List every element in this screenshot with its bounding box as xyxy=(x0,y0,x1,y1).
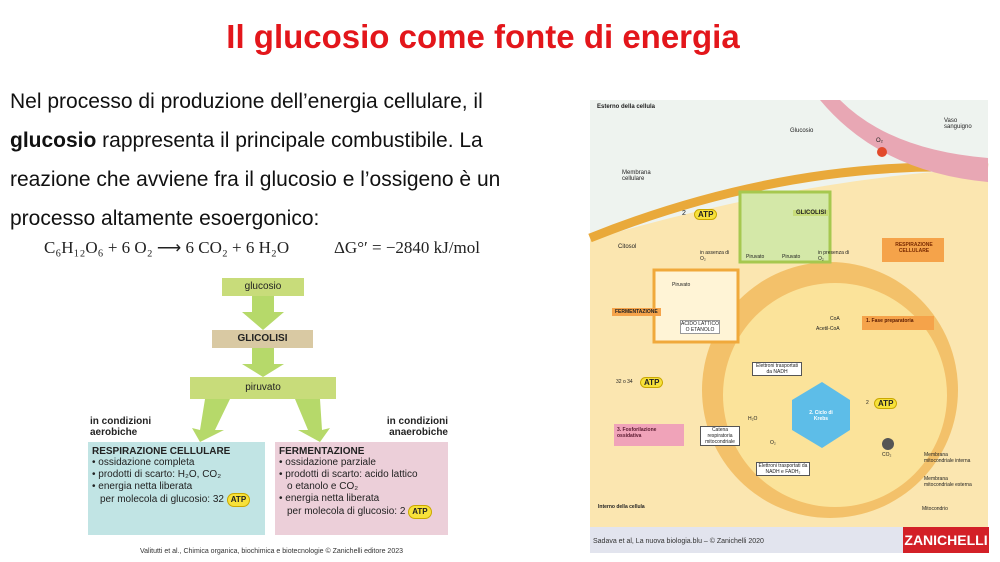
arrow-down-1 xyxy=(242,296,284,330)
label-membrana: Membrana cellulare xyxy=(622,170,651,182)
cond-aerobic: in condizioni aerobiche xyxy=(90,416,152,438)
label-o2: O₂ xyxy=(876,138,883,144)
glucosio-box xyxy=(222,278,304,296)
atp-badge: ATP xyxy=(874,398,898,409)
resp-item: • ossidazione completa xyxy=(92,457,195,468)
label-interno: Interno della cellula xyxy=(598,504,645,510)
label-atp2b: 2 xyxy=(866,400,869,406)
label-o2b: O₂ xyxy=(770,440,776,446)
label-respirazione: RESPIRAZIONE CELLULARE xyxy=(895,242,933,254)
arrow-left-branch xyxy=(192,399,230,442)
fermentazione-title: FERMENTAZIONE xyxy=(279,446,365,457)
credit-left: Valitutti et al., Chimica organica, bioc… xyxy=(140,548,404,555)
ferm-item: per molecola di glucosio: 2 ATP xyxy=(279,505,447,519)
label-esterno: Esterno della cellula xyxy=(597,104,656,110)
label-krebs: 2. Ciclo di Krebs xyxy=(809,410,833,422)
label-citosol: Citosol xyxy=(618,244,637,250)
krebs-cycle xyxy=(792,382,850,448)
label-co2: CO₂ xyxy=(882,452,892,458)
co2-molecule-icon xyxy=(882,438,894,450)
ferm-item: • energia netta liberata xyxy=(279,493,380,504)
intro-paragraph: Nel processo di produzione dell’energia … xyxy=(10,82,550,238)
atp-badge: ATP xyxy=(694,209,718,220)
zanichelli-logo: ZANICHELLI xyxy=(903,527,989,553)
label-membrana-int: Membrana mitocondriale interna xyxy=(924,452,971,464)
label-piruvato1: Piruvato xyxy=(746,254,765,260)
resp-item: • prodotti di scarto: H₂O, CO₂ xyxy=(92,469,222,480)
atp-icon-figure: ATP xyxy=(694,209,718,220)
label-elettroni2: Elettroni trasportati da NADH e FADH₂ xyxy=(756,462,810,476)
label-h2o: H₂O xyxy=(748,416,758,422)
ferm-item: • prodotti di scarto: acido lattico xyxy=(279,469,418,480)
credit-right: Sadava et al, La nuova biologia.blu – © … xyxy=(593,538,764,545)
arrow-down-2 xyxy=(242,348,284,377)
label-vaso: Vaso sanguigno xyxy=(944,118,972,130)
atp-icon-2b: ATP xyxy=(874,398,898,409)
credit-band xyxy=(590,527,903,553)
fosforilazione-box xyxy=(614,424,684,446)
respirazione-content: RESPIRAZIONE CELLULARE • ossidazione com… xyxy=(92,446,264,507)
piruvato-box xyxy=(190,377,336,399)
reaction-equation: C₆H₁₂O₆ + 6 O₂ ⟶ 6 CO₂ + 6 H₂O xyxy=(44,238,290,257)
atp-badge: ATP xyxy=(640,377,664,388)
label-membrana-est: Membrana mitocondriale esterna xyxy=(924,476,972,488)
label-glicolisi: GLICOLISI xyxy=(793,210,829,216)
arrow-right-branch xyxy=(295,399,330,442)
label-mitocondrio: Mitocondrio xyxy=(922,506,948,512)
respirazione-title: RESPIRAZIONE CELLULARE xyxy=(92,446,231,457)
label-acido: ACIDO LATTICO O ETANOLO xyxy=(680,320,720,334)
resp-item: • energia netta liberata xyxy=(92,481,193,492)
fase1-box xyxy=(862,316,934,330)
resp-item-text: per molecola di glucosio: 32 xyxy=(100,494,224,505)
blood-vessel xyxy=(820,100,988,182)
label-presenza: in presenza di O₂ xyxy=(818,250,850,262)
label-fermentazione: FERMENTAZIONE xyxy=(612,308,661,316)
label-piruvato2: Piruvato xyxy=(782,254,801,260)
respirazione-label-bg xyxy=(882,238,944,262)
ferm-item: • ossidazione parziale xyxy=(279,457,376,468)
glicolisi-box xyxy=(212,330,313,348)
label-assenza: in assenza di O₂ xyxy=(700,250,730,262)
label-glucosio: Glucosio xyxy=(790,128,814,134)
respirazione-box xyxy=(88,442,265,535)
glicolisi-label: GLICOLISI xyxy=(237,333,288,344)
atp-icon-32: ATP xyxy=(640,377,664,388)
label-atp2: 2 xyxy=(682,210,686,217)
glucosio-label: glucosio xyxy=(244,281,282,292)
label-catena: Catena respiratoria mitocondriale xyxy=(700,426,740,446)
ferm-item-text: per molecola di glucosio: 2 xyxy=(287,506,406,517)
delta-g: ΔG°′ = −2840 kJ/mol xyxy=(334,238,480,257)
cond-anaerobic: in condizioni anaerobiche xyxy=(386,416,448,438)
label-elettroni1: Elettroni trasportati da NADH xyxy=(752,362,802,376)
label-piruvato3: Piruvato xyxy=(672,282,691,288)
label-coa: CoA xyxy=(830,316,840,322)
intro-text-2: rappresenta il principale combustibile. … xyxy=(10,129,501,230)
resp-item: per molecola di glucosio: 32 ATP xyxy=(92,493,264,507)
slide-title: Il glucosio come fonte di energia xyxy=(226,18,740,55)
fermentazione-box xyxy=(275,442,448,535)
atp-badge: ATP xyxy=(226,493,251,507)
label-fase1: 1. Fase preparatoria xyxy=(866,318,914,324)
atp-badge: ATP xyxy=(408,505,432,519)
o2-molecule-icon xyxy=(877,147,887,157)
label-fase3: 3. Fosforilazione ossidativa xyxy=(617,427,657,439)
glicolisi-panel xyxy=(738,190,832,264)
label-atp32: 32 o 34 xyxy=(616,379,633,385)
intro-bold-glucosio: glucosio xyxy=(10,129,97,152)
fermentazione-content: FERMENTAZIONE • ossidazione parziale • p… xyxy=(279,446,447,519)
label-acetil: Acetil-CoA xyxy=(816,326,840,332)
ferm-item: o etanolo e CO₂ xyxy=(287,481,359,492)
intro-text-1: Nel processo di produzione dell’energia … xyxy=(10,90,483,113)
piruvato-label: piruvato xyxy=(245,382,281,393)
